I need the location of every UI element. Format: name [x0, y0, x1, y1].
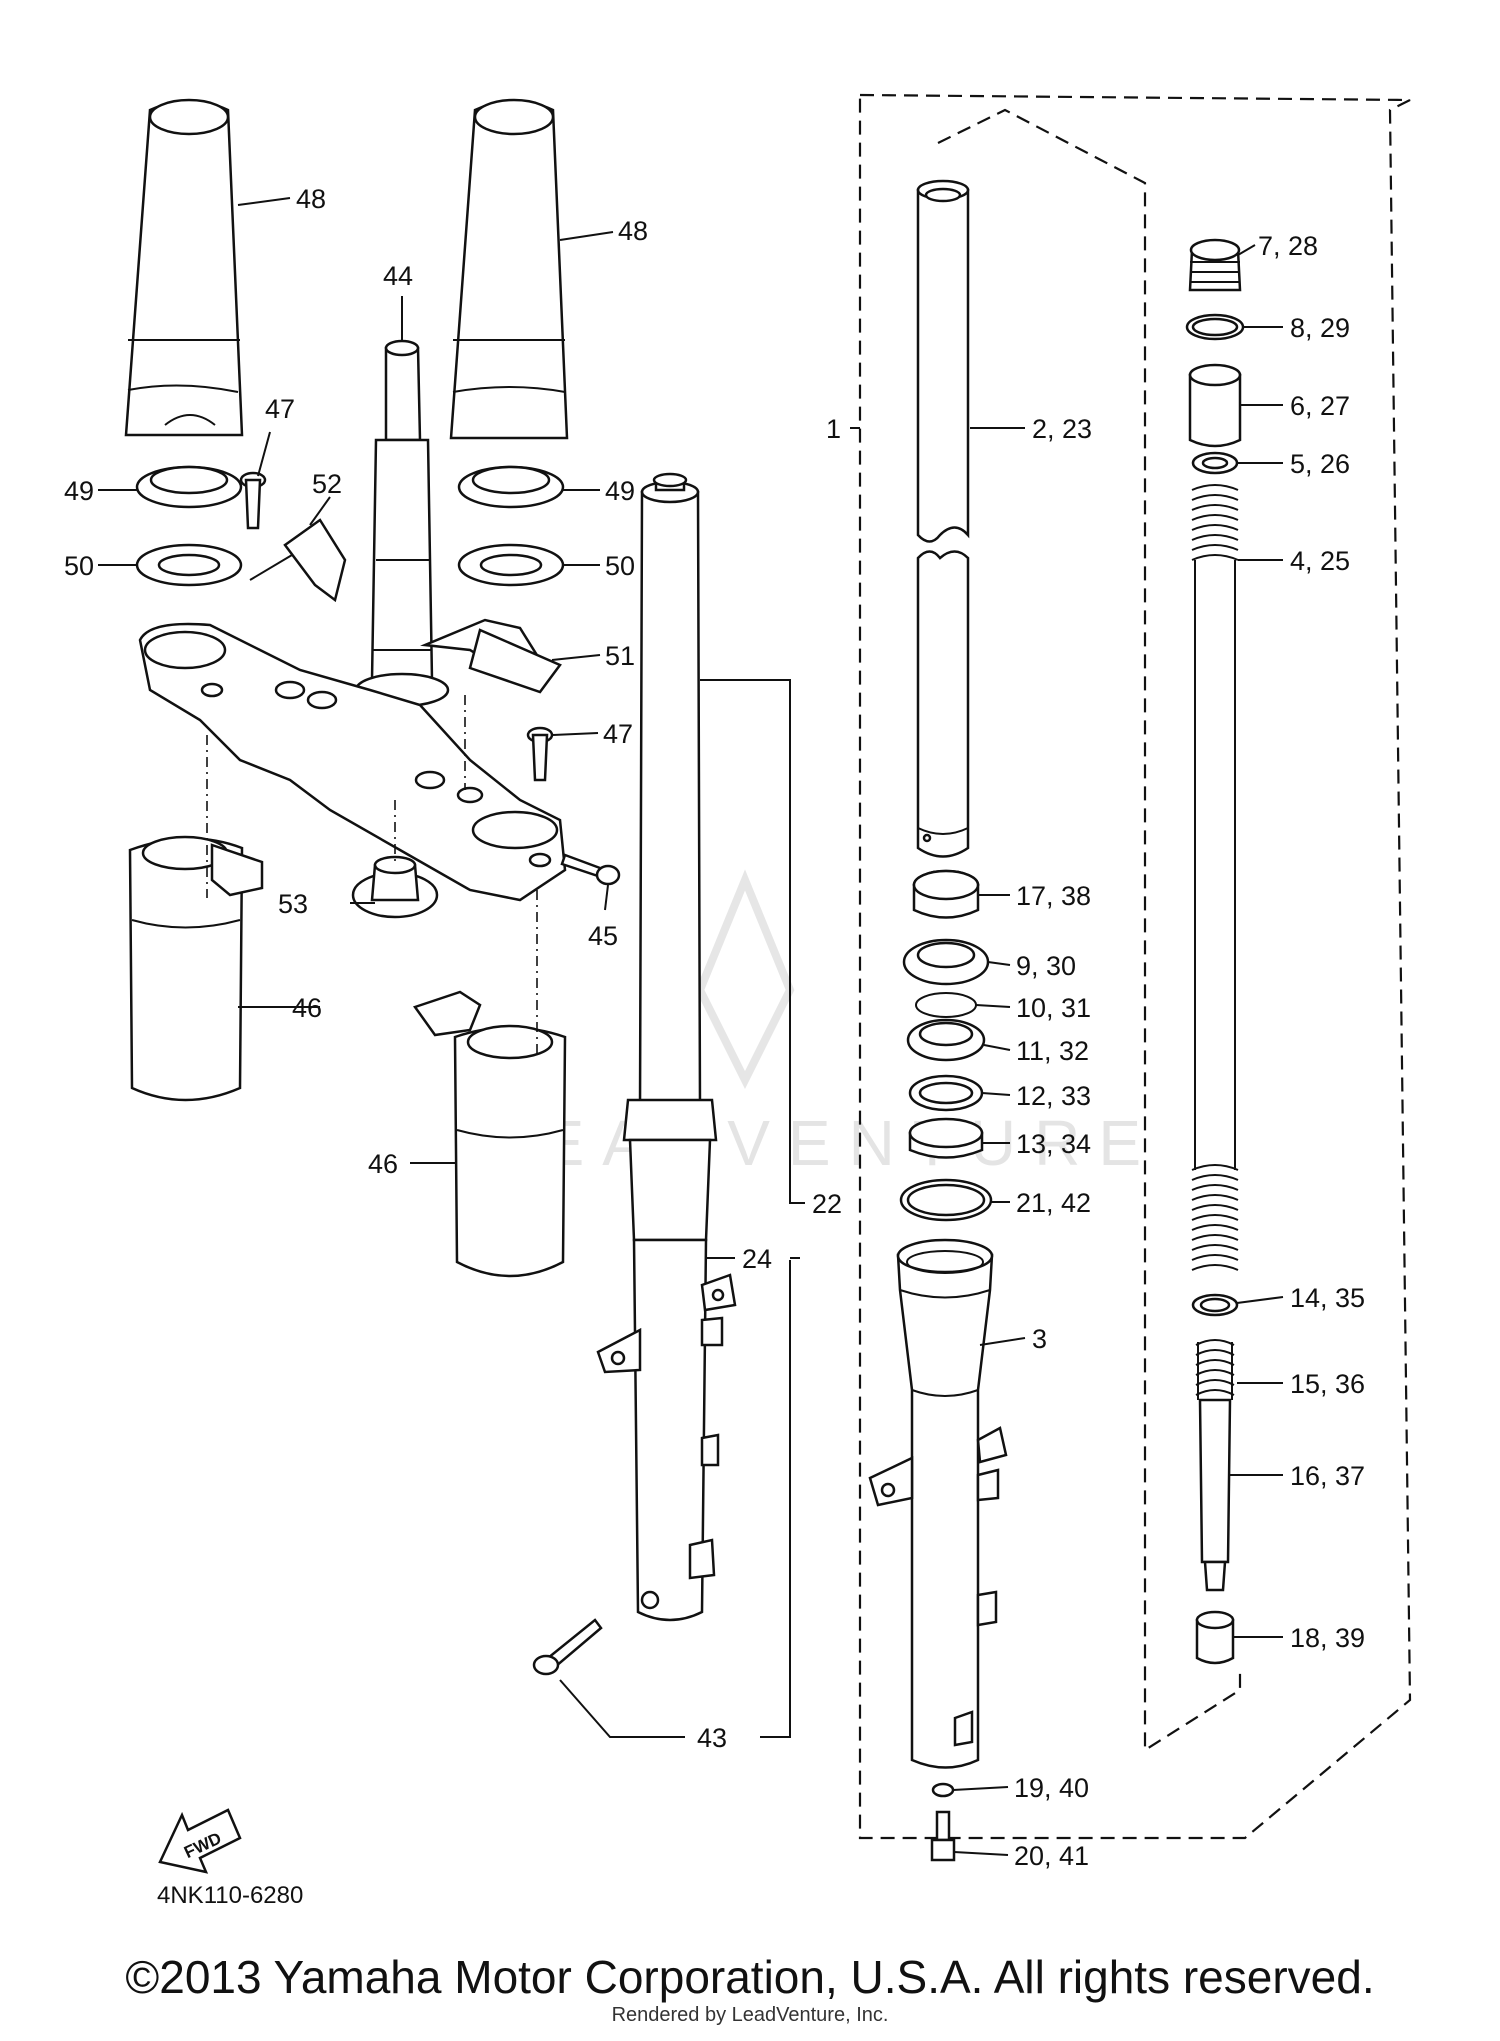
label-46-right: 46	[368, 1149, 398, 1179]
label-48-right: 48	[618, 216, 648, 246]
bolt-47-lower	[526, 726, 554, 782]
label-12-33: 12, 33	[1016, 1081, 1091, 1111]
oil-lock-piece	[1195, 1610, 1235, 1665]
label-17-38: 17, 38	[1016, 881, 1091, 911]
seal-cover-right	[457, 465, 565, 587]
outer-tube	[868, 1238, 1008, 1769]
rendered-by-credit: Rendered by LeadVenture, Inc.	[611, 2004, 889, 2026]
label-49-left: 49	[64, 476, 94, 506]
label-19-40: 19, 40	[1014, 1773, 1089, 1803]
fork-spring	[1191, 484, 1239, 1271]
label-18-39: 18, 39	[1290, 1623, 1365, 1653]
label-5-26: 5, 26	[1290, 449, 1350, 479]
label-1: 1	[826, 414, 841, 444]
hose-holder-51	[420, 618, 562, 694]
bolt-45	[560, 853, 621, 886]
spacer-collar	[1188, 363, 1242, 448]
label-22: 22	[812, 1189, 842, 1219]
label-4-25: 4, 25	[1290, 546, 1350, 576]
lower-cover-left	[128, 835, 264, 1102]
upper-cover-right	[449, 98, 569, 440]
diagram-code: 4NK110-6280	[157, 1882, 303, 1909]
label-3: 3	[1032, 1324, 1047, 1354]
watermark: LEADVENTURE	[488, 869, 1159, 1179]
o-ring	[1185, 313, 1245, 341]
alignment-lines	[206, 695, 538, 1058]
leader-lines	[98, 197, 1284, 1856]
label-48-left: 48	[296, 184, 326, 214]
label-44: 44	[383, 261, 413, 291]
seal-stack	[899, 869, 993, 1222]
label-53: 53	[278, 889, 308, 919]
drain-bolt	[930, 1810, 956, 1862]
label-10-31: 10, 31	[1016, 993, 1091, 1023]
upper-cover-left	[124, 98, 244, 437]
label-49-right: 49	[605, 476, 635, 506]
copyright-notice: ©2013 Yamaha Motor Corporation, U.S.A. A…	[125, 1951, 1375, 2003]
label-21-42: 21, 42	[1016, 1188, 1091, 1218]
label-14-35: 14, 35	[1290, 1283, 1365, 1313]
under-bracket	[138, 622, 567, 902]
label-7-28: 7, 28	[1258, 231, 1318, 261]
label-52: 52	[312, 469, 342, 499]
drain-washer	[931, 1782, 955, 1798]
bolt-47-upper	[239, 471, 267, 530]
hose-holder-52	[249, 518, 347, 603]
lower-cover-right	[412, 990, 567, 1278]
label-50-right: 50	[605, 551, 635, 581]
label-46-left: 46	[292, 993, 322, 1023]
inner-tube	[916, 179, 970, 858]
rebound-spring-seat	[1191, 1293, 1239, 1317]
label-47-upper: 47	[265, 394, 295, 424]
label-16-37: 16, 37	[1290, 1461, 1365, 1491]
label-11-32: 11, 32	[1016, 1036, 1089, 1066]
label-13-34: 13, 34	[1016, 1129, 1091, 1159]
label-8-29: 8, 29	[1290, 313, 1350, 343]
seal-cover-left	[135, 465, 243, 587]
bolt-43	[532, 1618, 603, 1676]
watermark-text: LEADVENTURE	[488, 1107, 1159, 1179]
part-labels: 48 48 44 47 52 49 50 49 50 51 47 45 53 4…	[64, 184, 1365, 1871]
label-15-36: 15, 36	[1290, 1369, 1365, 1399]
label-47-lower: 47	[603, 719, 633, 749]
label-51: 51	[605, 641, 635, 671]
label-6-27: 6, 27	[1290, 391, 1350, 421]
label-20-41: 20, 41	[1014, 1841, 1089, 1871]
assembly-outline	[850, 93, 1412, 1840]
label-2-23: 2, 23	[1032, 414, 1092, 444]
cap-bolt	[1188, 238, 1242, 292]
label-43: 43	[697, 1723, 727, 1753]
label-50-left: 50	[64, 551, 94, 581]
label-45: 45	[588, 921, 618, 951]
label-9-30: 9, 30	[1016, 951, 1076, 981]
label-24: 24	[742, 1244, 772, 1274]
damper-rod	[1195, 1339, 1235, 1592]
cap-53	[351, 855, 439, 919]
fwd-arrow: FWD	[158, 1808, 242, 1874]
steering-stem	[354, 339, 450, 708]
fork-leg-assembly	[596, 472, 737, 1622]
spring-seat	[1191, 451, 1239, 475]
